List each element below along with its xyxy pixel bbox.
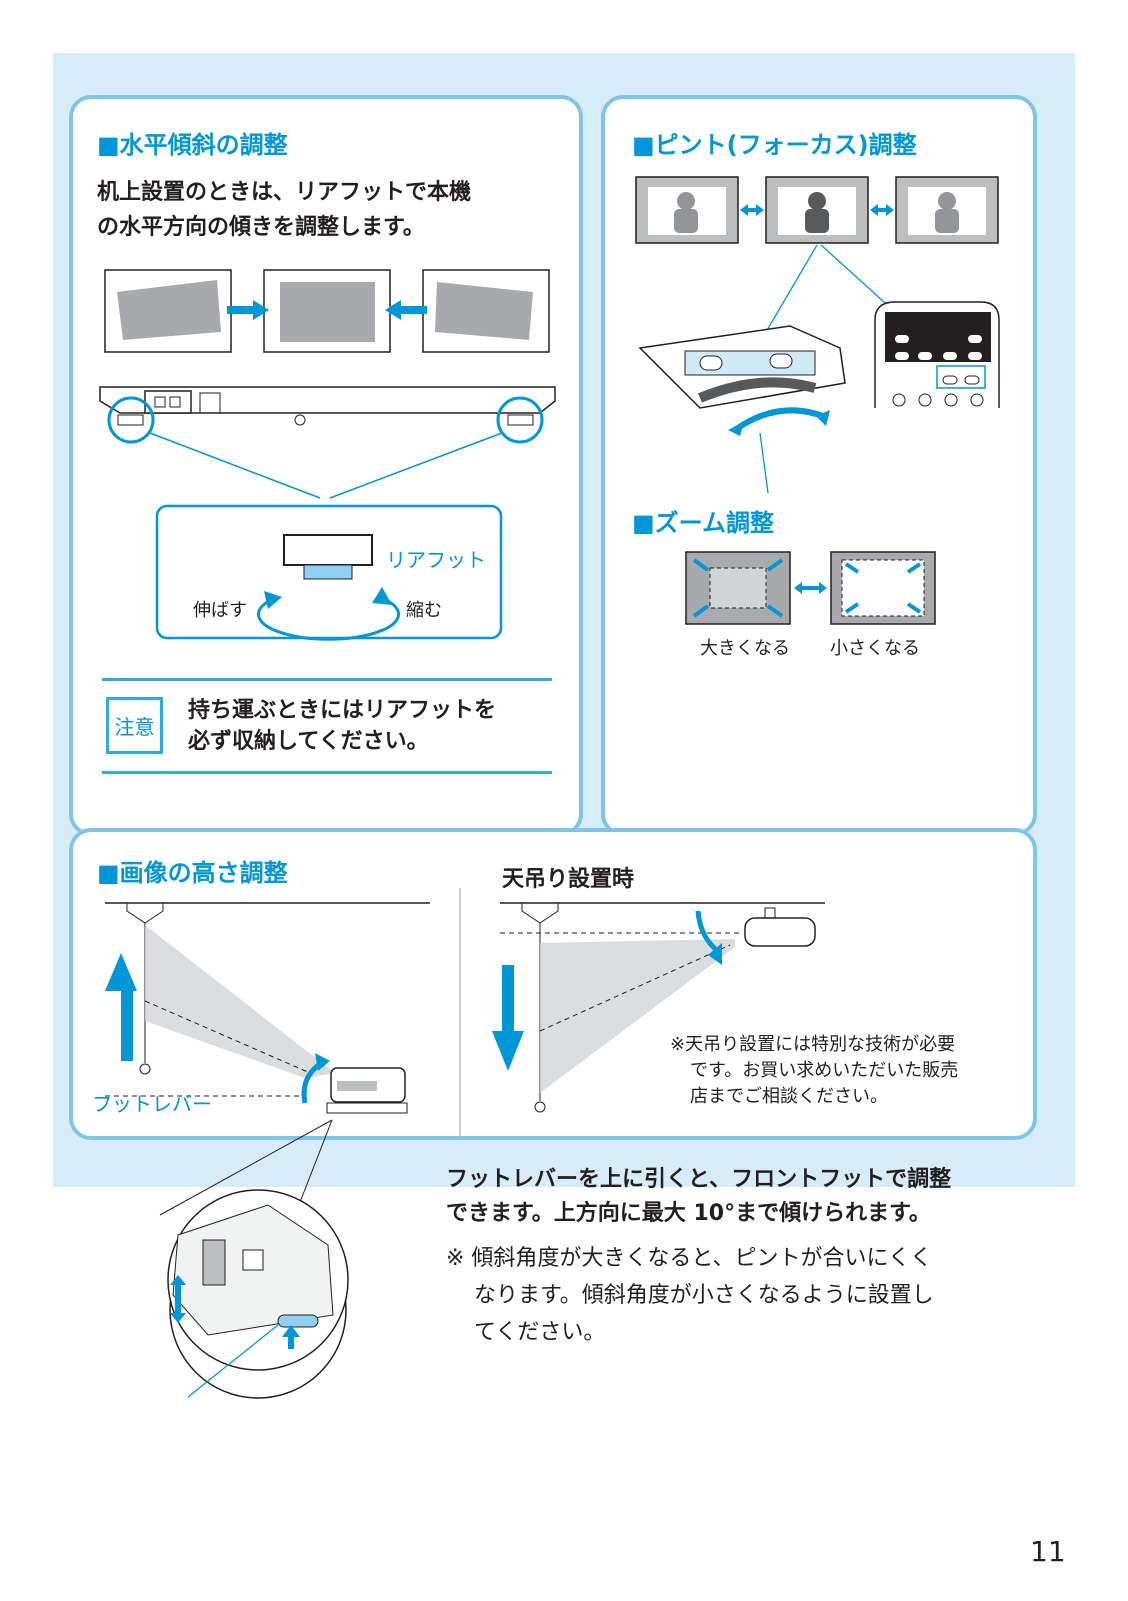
remote-control-illustration (874, 301, 1000, 408)
level-adjust-title: ■水平傾斜の調整 (97, 131, 288, 159)
zoom-smaller-label: 小さくなる (830, 638, 920, 659)
level-caution-text: 持ち運ぶときにはリアフットを 必ず収納してください。 (188, 695, 496, 757)
ceiling-note-line2: です。お買い求めいただいた販売 (690, 1060, 959, 1081)
retract-label: 縮む (406, 600, 442, 621)
ceiling-title: 天吊り設置時 (502, 867, 635, 892)
level-caution-line1: 持ち運ぶときにはリアフットを (188, 698, 497, 723)
level-adjust-panel (69, 95, 583, 836)
height-body-line1: フットレバーを上に引くと、フロントフットで調整 (446, 1167, 952, 1192)
height-note-line2: なります。傾斜角度が小さくなるように設置し (474, 1283, 934, 1308)
extend-label: 伸ばす (193, 600, 247, 621)
focus-adjust-title: ■ピント(フォーカス)調整 (632, 131, 917, 159)
ceiling-note: ※天吊り設置には特別な技術が必要 です。お買い求めいただいた販売 店までご相談く… (670, 1032, 958, 1110)
level-adjust-body-line2: の水平方向の傾きを調整します。 (97, 215, 425, 240)
foot-lever-detail (167, 1189, 349, 1398)
focus-ring-illustration (638, 325, 846, 494)
page-number: 11 (1030, 1535, 1066, 1568)
zoom-frame-icon (685, 551, 936, 625)
height-body-line2: できます。上方向に最大 10°まで傾けられます。 (446, 1201, 931, 1226)
ceiling-section-divider (459, 888, 1005, 1139)
level-caution-box: 注意 持ち運ぶときにはリアフットを 必ず収納してください。 (102, 678, 552, 774)
rear-foot-label: リアフット (386, 548, 486, 572)
zoom-larger-label: 大きくなる (700, 638, 790, 659)
height-adjust-title: ■画像の高さ調整 (97, 859, 288, 887)
projector-rear-illustration (99, 386, 556, 499)
ceiling-note-line3: 店までご相談ください。 (690, 1086, 888, 1107)
level-caution-line2: 必ず収納してください。 (188, 729, 429, 754)
rear-foot-detail (155, 504, 503, 641)
focus-screens-illustration (635, 176, 999, 368)
ceiling-projector-illustration (492, 902, 825, 1113)
ceiling-note-line1: ※天吊り設置には特別な技術が必要 (670, 1034, 956, 1055)
level-screens-illustration (104, 269, 550, 353)
caution-badge: 注意 (106, 697, 163, 754)
zoom-adjust-title: ■ズーム調整 (632, 509, 774, 537)
height-note-line3: てください。 (474, 1320, 606, 1345)
foot-lever-label: フットレバー (92, 1092, 212, 1116)
table-projection-illustration (105, 902, 430, 1114)
level-adjust-body-line1: 机上設置のときは、リアフットで本機 (97, 180, 472, 205)
height-note-line1: ※ 傾斜角度が大きくなると、ピントが合いにくく (446, 1246, 933, 1271)
height-note: ※ 傾斜角度が大きくなると、ピントが合いにくく なります。傾斜角度が小さくなるよ… (446, 1240, 934, 1351)
